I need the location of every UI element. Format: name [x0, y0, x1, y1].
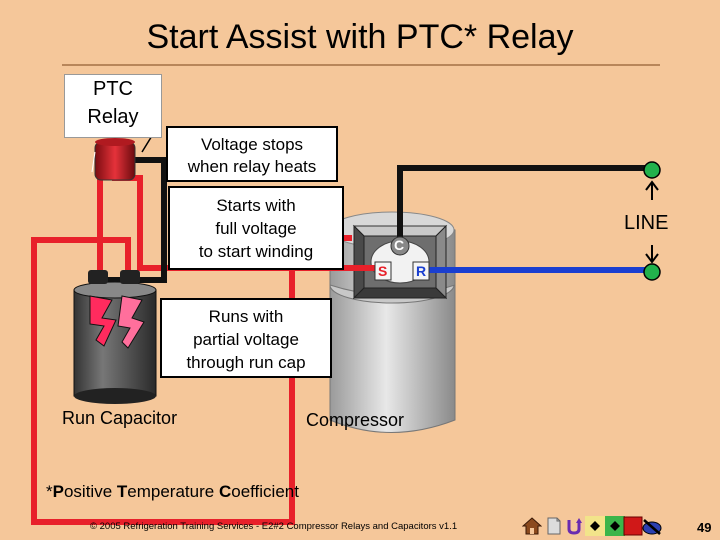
footnote-oefficient: oefficient — [231, 482, 299, 501]
terminal-r-box — [412, 261, 430, 281]
stop-button[interactable] — [623, 516, 643, 536]
start-winding-callout: Starts with full voltage to start windin… — [168, 186, 344, 270]
return-button[interactable] — [564, 516, 584, 536]
run-capacitor-label: Run Capacitor — [62, 408, 178, 428]
footnote-t: T — [116, 482, 128, 501]
home-button[interactable] — [522, 516, 542, 536]
slide-title: Start Assist with PTC* Relay — [146, 18, 574, 56]
terminal-c-dot — [390, 236, 410, 256]
line-terminal-top — [643, 161, 661, 200]
page-number: 49 — [697, 520, 712, 535]
voltage-callout-line2: when relay heats — [187, 157, 317, 176]
ptc-relay-label: PTC Relay — [64, 74, 162, 138]
footnote: *Positive Temperature Coefficient — [46, 482, 299, 502]
title-divider — [62, 64, 660, 66]
run-callout-line3: through run cap — [186, 353, 306, 372]
footnote-p: P — [52, 482, 64, 501]
start-callout-line2: full voltage — [215, 219, 297, 238]
document-icon — [547, 517, 561, 535]
footnote-ositive: ositive — [63, 482, 117, 501]
ptc-label-line1: PTC — [93, 78, 133, 100]
line-terminal-bottom — [643, 245, 661, 281]
terminal-r-label: R — [416, 263, 427, 279]
run-callout-line2: partial voltage — [193, 330, 299, 349]
ptc-label-line2: Relay — [87, 106, 139, 128]
run-callout-line1: Runs with — [208, 307, 284, 326]
terminal-s-label: S — [378, 263, 388, 279]
start-callout-line3: to start winding — [198, 242, 314, 261]
lightning-bolts — [89, 295, 145, 349]
voltage-callout-line1: Voltage stops — [200, 135, 304, 154]
ptc-relay — [91, 138, 136, 181]
home-icon — [522, 517, 542, 535]
red-square-icon — [623, 516, 643, 536]
wire-common-to-line — [397, 165, 650, 240]
exit-button[interactable] — [640, 516, 664, 536]
compressor-label: Compressor — [306, 410, 405, 430]
diamond-green-icon — [605, 516, 625, 536]
voltage-stops-callout: Voltage stops when relay heats — [166, 126, 338, 182]
document-button[interactable] — [544, 516, 564, 536]
run-cap-callout: Runs with partial voltage through run ca… — [160, 298, 332, 378]
diamond-yellow-icon — [585, 516, 605, 536]
previous-button[interactable] — [585, 516, 605, 536]
footnote-star: * — [46, 482, 53, 501]
terminal-s-box — [374, 261, 392, 281]
exit-icon — [642, 519, 662, 535]
next-button[interactable] — [605, 516, 625, 536]
copyright-footer: © 2005 Refrigeration Training Services -… — [90, 521, 458, 532]
terminal-c-label: C — [394, 237, 405, 253]
start-callout-line1: Starts with — [216, 196, 296, 215]
run-capacitor — [73, 270, 157, 404]
return-icon — [567, 518, 582, 535]
footnote-c: C — [218, 482, 232, 501]
footnote-emperature: emperature — [127, 482, 219, 501]
line-label: LINE — [624, 212, 669, 234]
